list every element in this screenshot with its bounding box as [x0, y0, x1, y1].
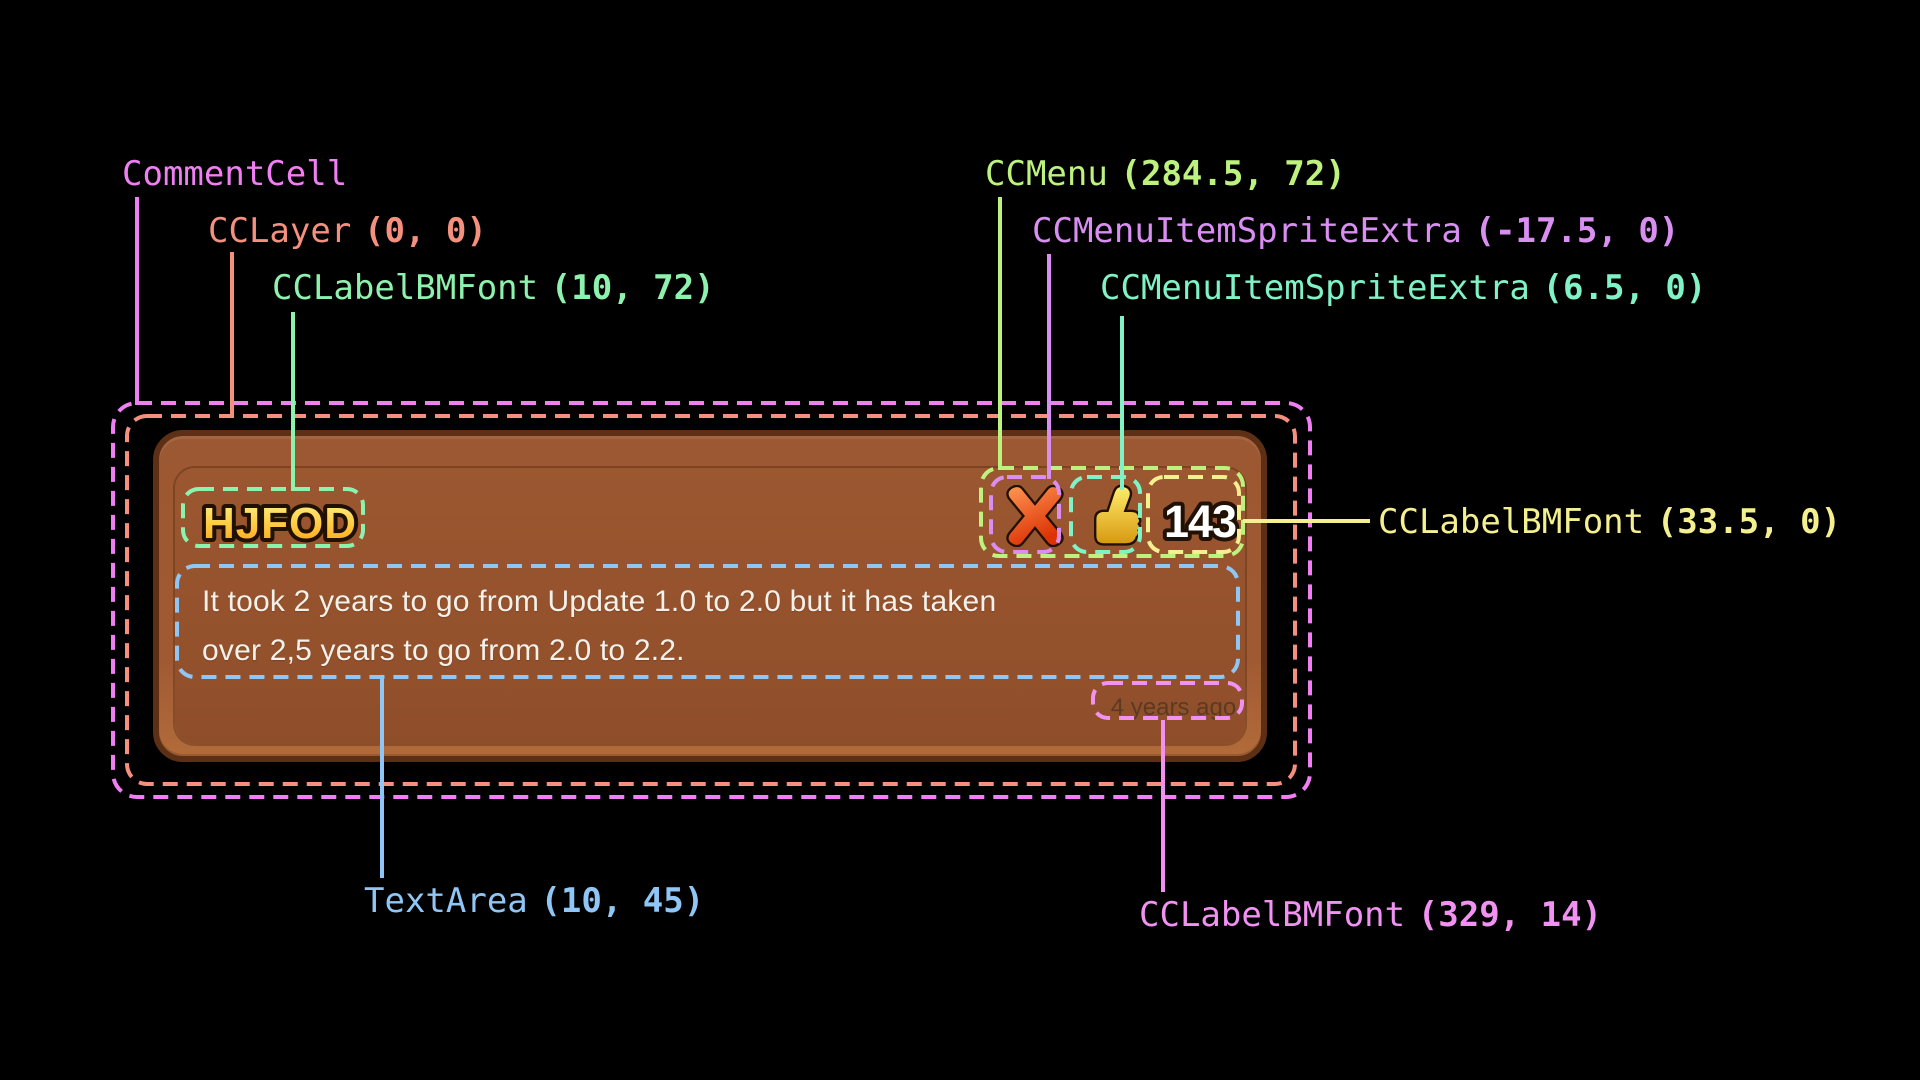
label-timestamp-font: CCLabelBMFont (329, 14)	[1139, 896, 1602, 934]
comment-timestamp: 4 years ago	[1110, 694, 1237, 721]
comment-text-line-2: over 2,5 years to go from 2.0 to 2.2.	[202, 634, 685, 667]
delete-comment-button[interactable]	[1004, 485, 1066, 547]
node-class-name: CCMenuItemSpriteExtra	[1100, 268, 1530, 308]
node-coords: (10, 72)	[550, 268, 715, 308]
comment-cell: HJFOD 143 It took 2 years to go from Upd…	[153, 430, 1267, 762]
likes-count-badge: 143	[1160, 492, 1241, 551]
label-comment-cell: CommentCell	[122, 155, 360, 193]
node-class-name: CCLabelBMFont	[1378, 502, 1645, 542]
comment-text-line-1: It took 2 years to go from Update 1.0 to…	[202, 585, 997, 618]
label-username-font: CCLabelBMFont (10, 72)	[272, 269, 715, 307]
node-coords: (0, 0)	[363, 211, 487, 251]
node-class-name: CommentCell	[122, 154, 348, 194]
node-coords: (10, 45)	[540, 881, 705, 921]
label-delete-item: CCMenuItemSpriteExtra (-17.5, 0)	[1032, 212, 1679, 250]
thumbs-up-icon	[1094, 484, 1142, 546]
node-class-name: TextArea	[364, 881, 528, 921]
comment-text: It took 2 years to go from Update 1.0 to…	[202, 577, 1232, 675]
node-coords: (329, 14)	[1417, 895, 1603, 935]
node-coords: (6.5, 0)	[1542, 268, 1707, 308]
node-class-name: CCLabelBMFont	[1139, 895, 1406, 935]
label-cc-layer: CCLayer (0, 0)	[208, 212, 487, 250]
node-coords: (-17.5, 0)	[1474, 211, 1680, 251]
node-coords: (33.5, 0)	[1656, 502, 1842, 542]
username-text: HJFOD	[203, 499, 357, 548]
label-cc-menu: CCMenu (284.5, 72)	[985, 155, 1346, 193]
node-class-name: CCLayer	[208, 211, 352, 251]
node-coords: (284.5, 72)	[1120, 154, 1346, 194]
node-class-name: CCMenu	[985, 154, 1108, 194]
likes-count-text: 143	[1164, 496, 1236, 547]
username-badge: HJFOD	[199, 495, 360, 552]
node-class-name: CCLabelBMFont	[272, 268, 539, 308]
x-icon	[1006, 485, 1064, 547]
label-text-area: TextArea (10, 45)	[364, 882, 704, 920]
label-like-item: CCMenuItemSpriteExtra (6.5, 0)	[1100, 269, 1706, 307]
node-class-name: CCMenuItemSpriteExtra	[1032, 211, 1462, 251]
like-comment-button[interactable]	[1082, 483, 1146, 549]
label-likes-font: CCLabelBMFont (33.5, 0)	[1378, 503, 1841, 541]
